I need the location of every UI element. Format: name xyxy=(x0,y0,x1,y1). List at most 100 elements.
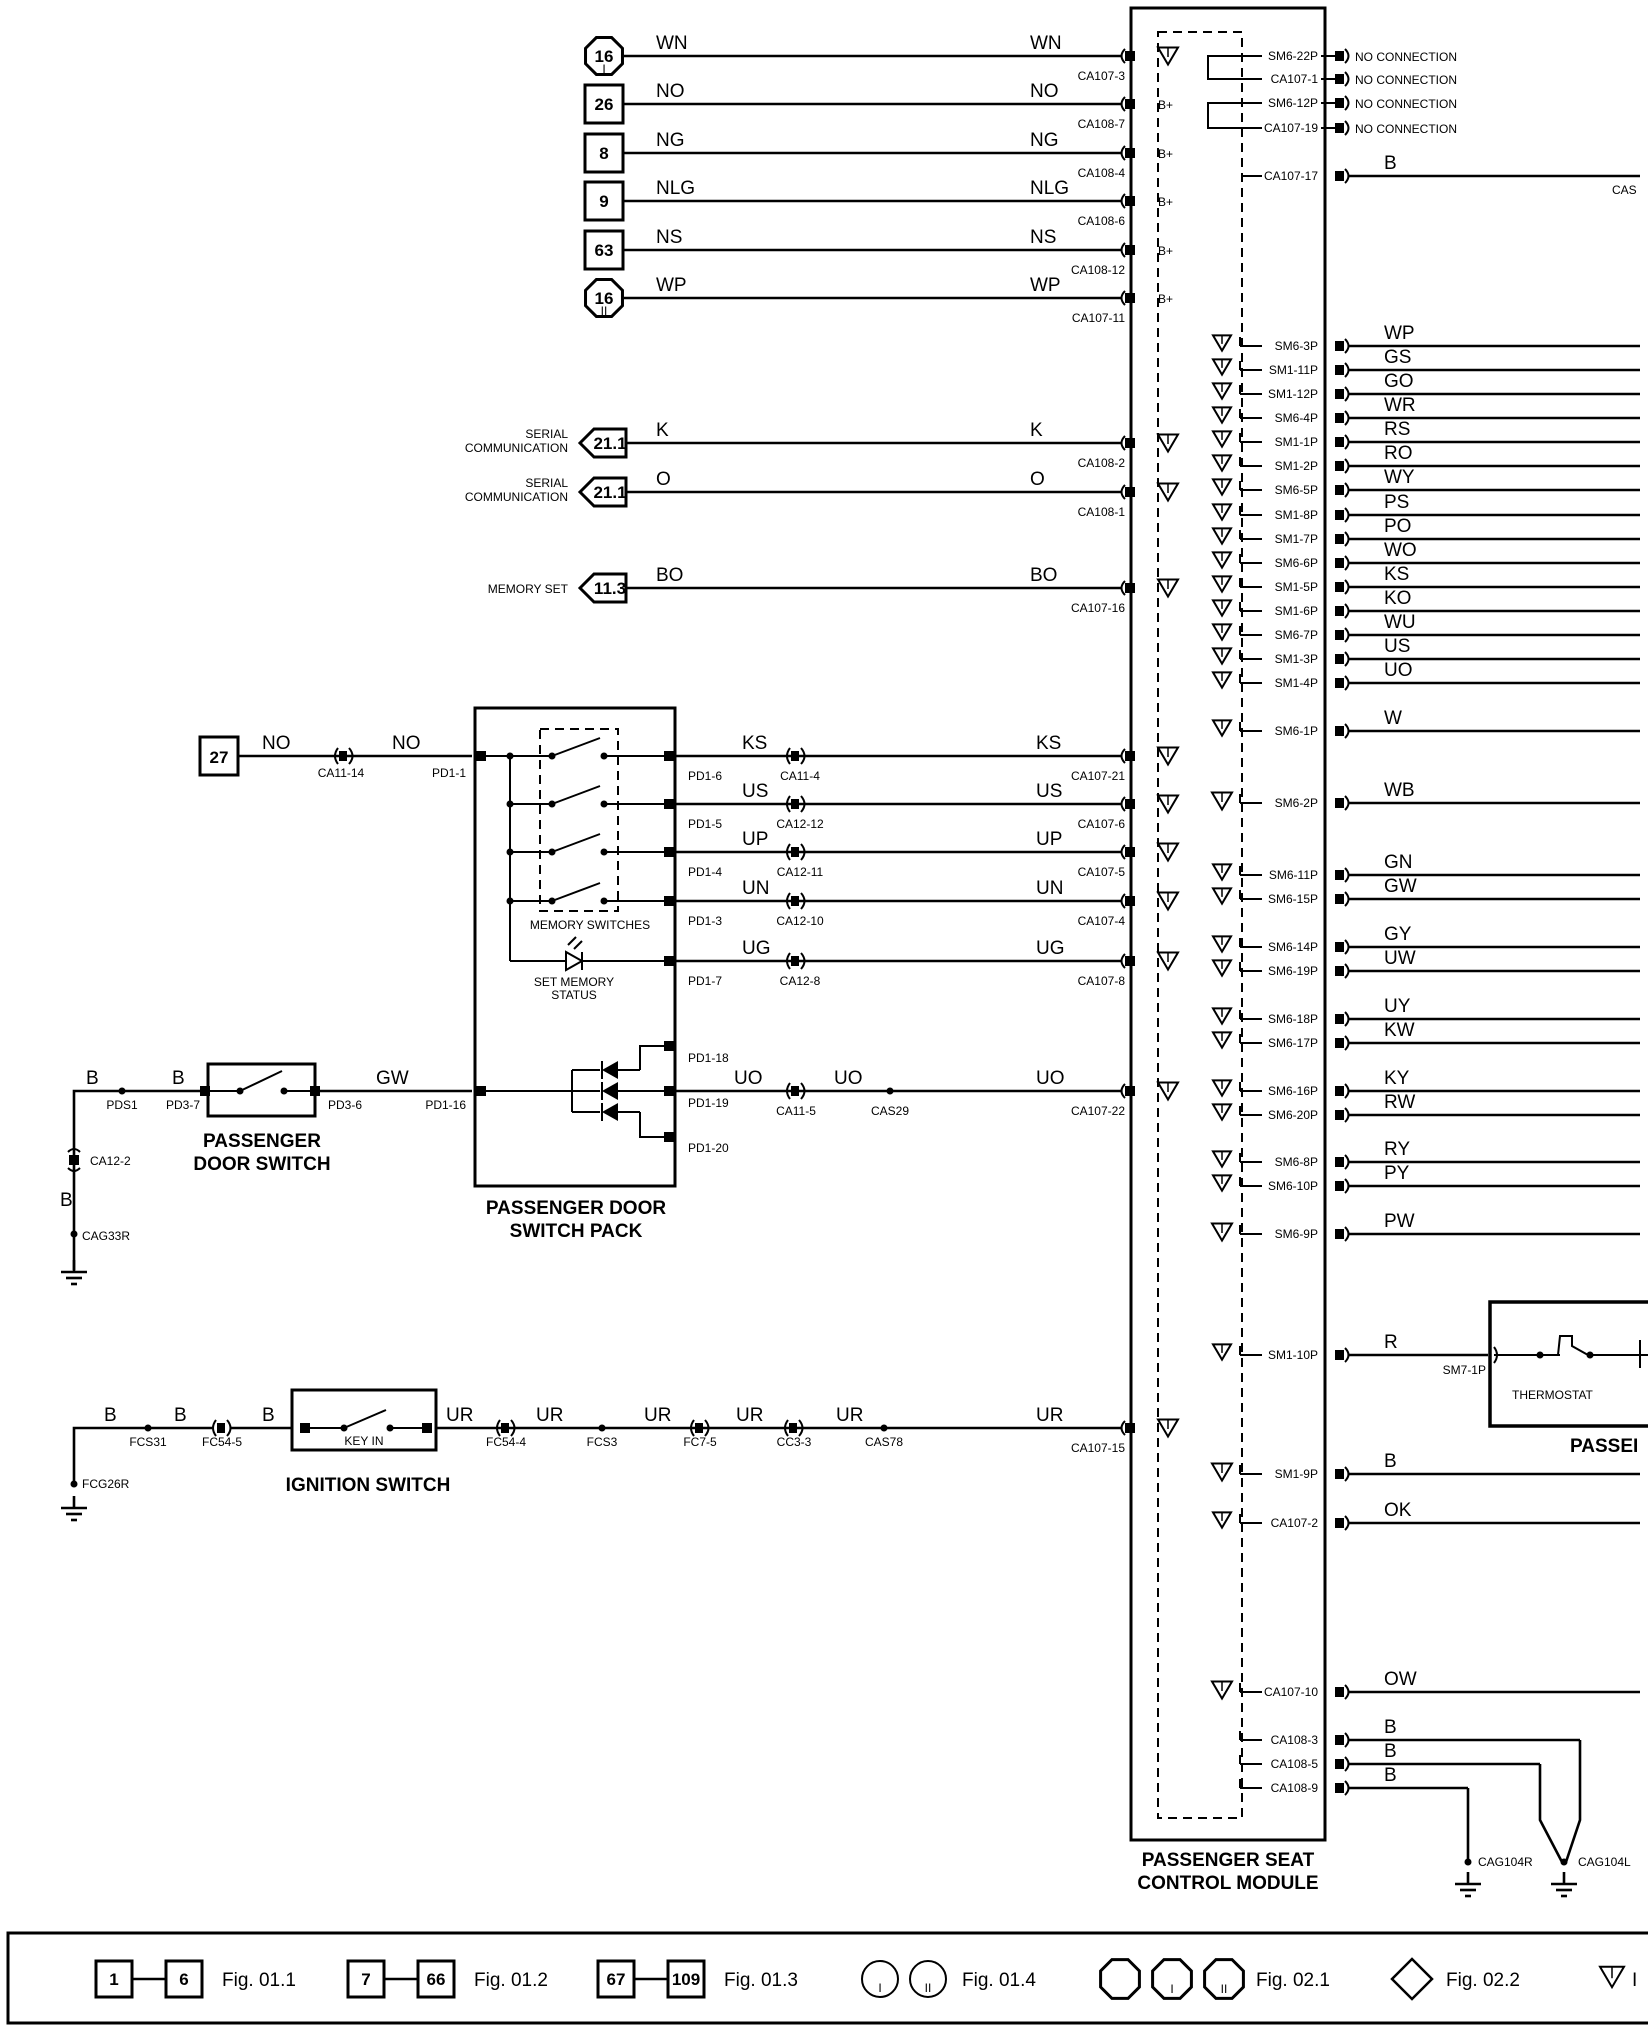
connector-pin xyxy=(1335,171,1344,181)
ecu-pin-triangle-icon xyxy=(1211,719,1233,738)
legend-sub: II xyxy=(925,1981,932,1995)
connector-label: FCS31 xyxy=(129,1435,167,1449)
connector-label: PD1-5 xyxy=(688,817,722,831)
inline-connector-icon xyxy=(690,1419,710,1437)
connector-pin xyxy=(1125,1086,1135,1096)
legend-fig-label: I xyxy=(1632,1970,1637,1991)
legend-diamond-item: Fig. 02.2 xyxy=(1390,1957,1520,2001)
door-wire xyxy=(72,1089,206,1270)
connector-arc xyxy=(1344,1226,1350,1242)
wire-color-label: UR xyxy=(446,1405,473,1426)
connector-arc xyxy=(1344,555,1350,571)
serial-label: MEMORY SET xyxy=(488,582,569,596)
legend-fig-label: Fig. 02.2 xyxy=(1446,1970,1520,1991)
connector-arc xyxy=(798,1419,804,1437)
battery-pin-label: B+ xyxy=(1158,98,1173,112)
ecu-pin-triangle-icon xyxy=(1156,482,1180,503)
connector-label: SM6-9P xyxy=(1275,1227,1318,1241)
ground-label: CAG33R xyxy=(82,1229,130,1243)
ecu-pin-triangle-icon xyxy=(1211,959,1233,978)
connector-pin xyxy=(791,896,799,906)
ecu-pin-triangle-icon xyxy=(1211,406,1233,425)
connector-pin xyxy=(1125,51,1135,61)
connector-pin xyxy=(422,1423,432,1433)
serial-label: SERIAL xyxy=(525,427,568,441)
wire-color-label: UG xyxy=(1036,938,1065,959)
connector-arc xyxy=(1344,891,1350,907)
thermostat-contact xyxy=(1557,1335,1589,1356)
key-in-label: KEY IN xyxy=(344,1434,383,1448)
ground-label: CAG104R xyxy=(1478,1855,1533,1869)
legend-square-icon xyxy=(346,1959,386,1999)
connector-arc xyxy=(1344,482,1350,498)
connector-arc xyxy=(800,952,806,970)
connector-arc xyxy=(1344,338,1350,354)
ecu-pin-triangle-icon xyxy=(1211,1150,1233,1169)
output-row: CA107-2OK xyxy=(1211,1500,1640,1531)
connector-label: PD1-4 xyxy=(688,865,722,879)
connector-label: FC7-5 xyxy=(683,1435,717,1449)
connector-pin xyxy=(1335,1014,1344,1024)
connector-pin xyxy=(1335,1229,1344,1239)
connector-label: CA107-6 xyxy=(1078,817,1126,831)
ecu-pin-triangle-icon xyxy=(1211,527,1233,546)
connector-arc xyxy=(800,1082,806,1100)
diode-icon xyxy=(602,1061,618,1079)
connector-arc xyxy=(1344,362,1350,378)
legend-range-to: 109 xyxy=(672,1970,700,1989)
ecu-pin-triangle-icon xyxy=(1211,1079,1233,1098)
connector-pin xyxy=(664,896,676,906)
connector-arc xyxy=(1344,1154,1350,1170)
connector-arc xyxy=(348,747,354,765)
connector-arc xyxy=(1344,1178,1350,1194)
inline-connector-icon xyxy=(784,1419,804,1437)
connector-arc xyxy=(1120,1083,1126,1099)
wire-color-label: US xyxy=(1384,636,1410,657)
wire-color-label: UO xyxy=(834,1068,863,1089)
connector-pin xyxy=(664,751,676,761)
led-label: STATUS xyxy=(551,988,597,1002)
connector-arc xyxy=(1344,458,1350,474)
connector-label: SM1-8P xyxy=(1275,508,1318,522)
wire-color-label: WP xyxy=(1030,275,1061,296)
connector-pin xyxy=(1335,510,1344,520)
wire-color-label: UP xyxy=(1036,829,1062,850)
led-label: SET MEMORY xyxy=(534,975,614,989)
wire-color-label: R xyxy=(1384,1332,1398,1353)
connector-arc xyxy=(1120,193,1126,209)
connector-label: CAS29 xyxy=(871,1104,909,1118)
inline-connector-icon xyxy=(496,1419,516,1437)
wire-color-label: B xyxy=(262,1405,275,1426)
connector-pin xyxy=(1335,654,1344,664)
connector-arc xyxy=(1344,48,1350,64)
ecu-pin-triangle-icon xyxy=(1156,951,1180,972)
ground-icon xyxy=(61,1260,87,1286)
memory-switches-label: MEMORY SWITCHES xyxy=(530,918,650,932)
connector-pin xyxy=(1125,148,1135,158)
wire-color-label: K xyxy=(656,420,669,441)
wire-color-label: B xyxy=(1384,1717,1397,1738)
wire-color-label: UR xyxy=(536,1405,563,1426)
legend-sub: I xyxy=(1170,1982,1173,1996)
connector-arc xyxy=(690,1419,695,1437)
legend-square-icon xyxy=(416,1959,456,1999)
connector-label: SM6-5P xyxy=(1275,483,1318,497)
wire-color-label: RS xyxy=(1384,419,1410,440)
connector-arc xyxy=(1120,1420,1126,1436)
connector-arc xyxy=(510,1419,516,1437)
connector-label: SM6-15P xyxy=(1268,892,1318,906)
module-title-line2: CONTROL MODULE xyxy=(1137,1873,1318,1894)
ecu-pin-triangle-icon xyxy=(1211,358,1233,377)
connector-pin xyxy=(1125,956,1135,966)
